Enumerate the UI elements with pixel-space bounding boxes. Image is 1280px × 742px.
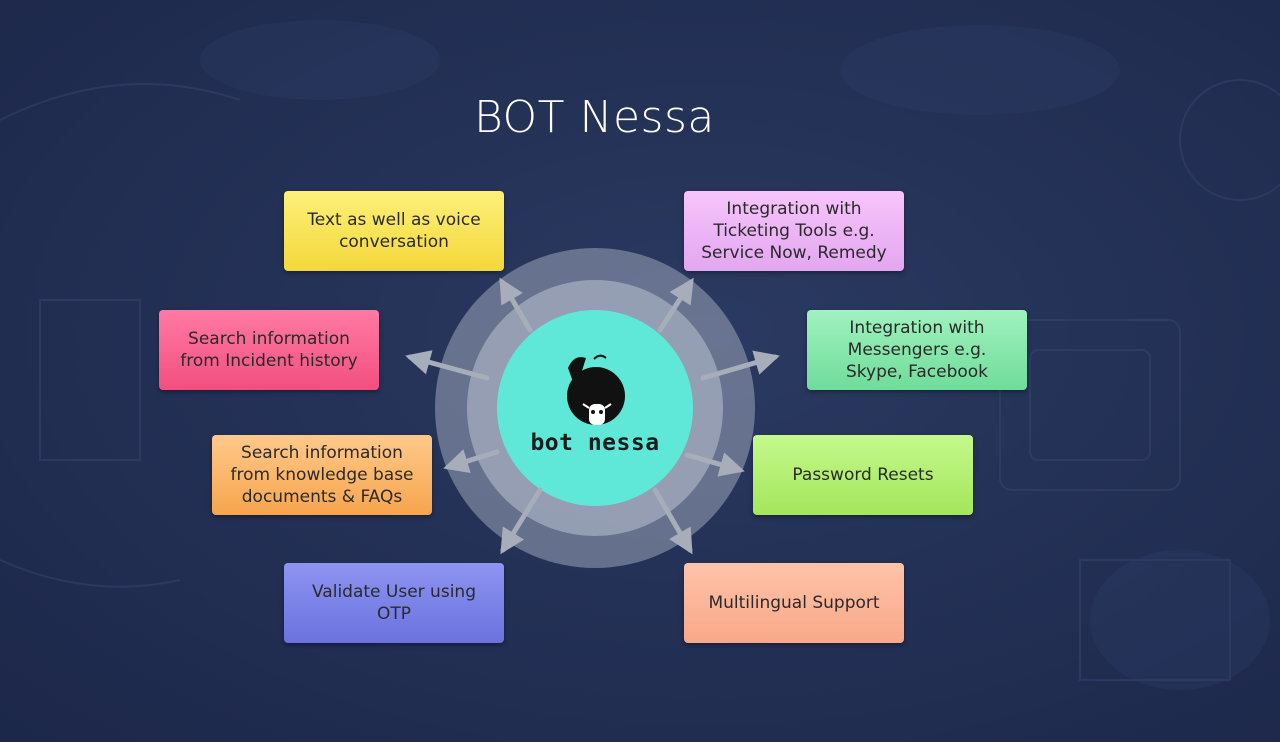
feature-ticketing-label: Integration with Ticketing Tools e.g. Se… <box>701 199 887 263</box>
feature-multilingual: Multilingual Support <box>684 563 904 643</box>
feature-messengers: Integration with Messengers e.g. Skype, … <box>807 310 1027 390</box>
feature-validate-otp: Validate User using OTP <box>284 563 504 643</box>
feature-incident-history: Search information from Incident history <box>159 310 379 390</box>
arrow-to-ticketing <box>657 277 694 333</box>
arrow-to-password-resets <box>684 452 745 477</box>
feature-knowledge-base: Search information from knowledge base d… <box>212 435 432 515</box>
feature-knowledge-base-label: Search information from knowledge base d… <box>230 443 414 507</box>
arrow-to-validate-otp <box>500 487 543 555</box>
feature-text-voice-label: Text as well as voice conversation <box>307 210 481 252</box>
feature-messengers-label: Integration with Messengers e.g. Skype, … <box>845 318 989 382</box>
feature-text-voice: Text as well as voice conversation <box>284 191 504 271</box>
arrow-to-knowledge-base <box>443 449 500 474</box>
feature-ticketing: Integration with Ticketing Tools e.g. Se… <box>684 191 904 271</box>
arrow-to-incident-history <box>405 350 490 381</box>
bot-head-logo-icon <box>567 354 625 425</box>
feature-multilingual-label: Multilingual Support <box>708 593 880 613</box>
arrow-to-messengers <box>700 350 780 381</box>
arrow-to-multilingual <box>652 487 693 555</box>
feature-password-resets: Password Resets <box>753 435 973 515</box>
page-title: BOT Nessa <box>474 92 715 143</box>
feature-incident-history-label: Search information from Incident history <box>180 329 358 371</box>
arrow-to-text-voice <box>499 277 533 333</box>
hub-label: bot nessa <box>530 430 660 456</box>
feature-password-resets-label: Password Resets <box>792 465 934 485</box>
feature-validate-otp-label: Validate User using OTP <box>312 582 476 624</box>
